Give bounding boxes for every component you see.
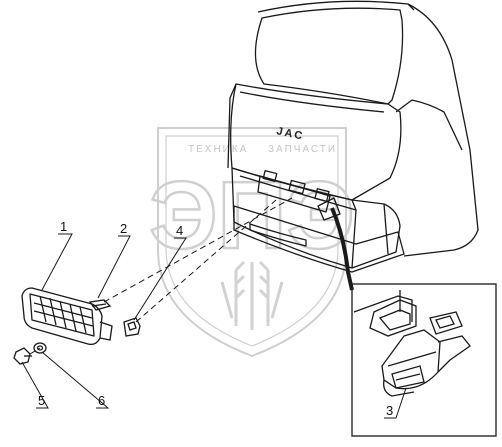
windshield <box>254 7 404 105</box>
detail-inset <box>351 283 497 437</box>
callout-2: 2 <box>120 221 127 236</box>
watermark-logo: ЭПЭ <box>149 162 355 269</box>
assembly-lines <box>29 197 293 355</box>
watermark-wheat-emblem <box>220 260 284 330</box>
cab-front-panel <box>230 83 402 201</box>
callout-6: 6 <box>98 393 105 408</box>
grille-opening <box>257 175 331 213</box>
detail-inset-frame <box>351 283 497 437</box>
leader-lines <box>21 233 407 419</box>
hose <box>330 207 354 291</box>
watermark-text-left: ТЕХНИКА <box>188 144 248 155</box>
washer-part <box>33 342 47 354</box>
truck-cab <box>227 0 479 291</box>
grille-part <box>21 287 113 346</box>
cab-side-panel <box>403 3 479 257</box>
watermark-shield-inner <box>165 135 339 347</box>
callout-4: 4 <box>176 223 183 238</box>
screw-part <box>13 347 32 365</box>
callout-5: 5 <box>38 393 45 408</box>
watermark <box>157 127 347 358</box>
clip-part <box>88 299 112 311</box>
callout-3: 3 <box>386 403 393 418</box>
brand-logo-text: JAC <box>275 125 305 143</box>
watermark-text-right: ЗАПЧАСТИ <box>268 144 337 155</box>
watermark-shield <box>157 127 347 358</box>
bracket-part <box>123 317 141 337</box>
callout-1: 1 <box>60 219 67 234</box>
front-bumper <box>233 205 405 273</box>
